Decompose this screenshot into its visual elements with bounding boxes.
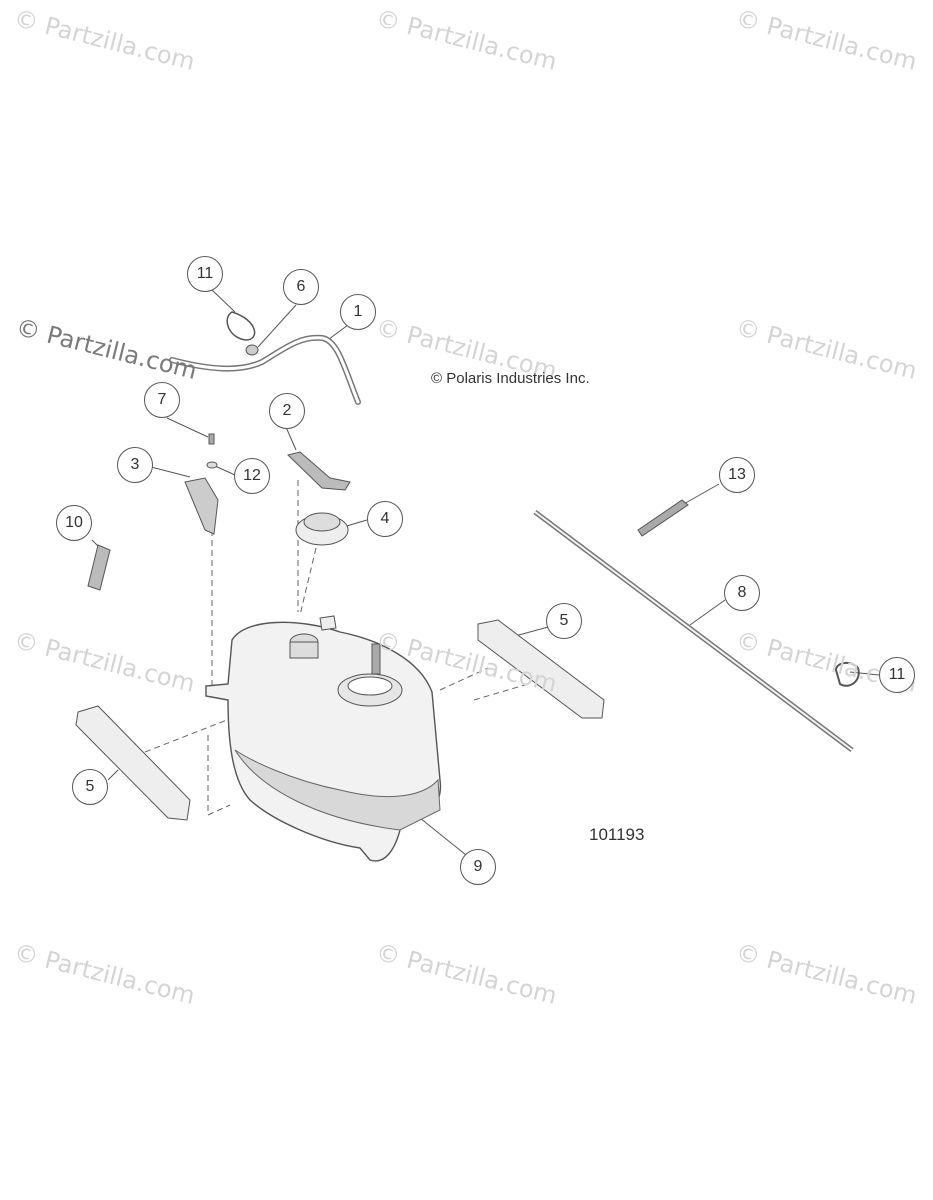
- callout-11-right[interactable]: 11: [879, 657, 915, 693]
- callout-5-left[interactable]: 5: [72, 769, 108, 805]
- callout-10[interactable]: 10: [56, 505, 92, 541]
- callout-11-top[interactable]: 11: [187, 256, 223, 292]
- callout-2[interactable]: 2: [269, 393, 305, 429]
- callout-1[interactable]: 1: [340, 294, 376, 330]
- callout-6[interactable]: 6: [283, 269, 319, 305]
- diagram-reference-number: 101193: [589, 825, 645, 844]
- callout-13[interactable]: 13: [719, 457, 755, 493]
- callout-9[interactable]: 9: [460, 849, 496, 885]
- copyright-notice: © Polaris Industries Inc.: [431, 370, 590, 387]
- callout-4[interactable]: 4: [367, 501, 403, 537]
- callout-7[interactable]: 7: [144, 382, 180, 418]
- callout-8[interactable]: 8: [724, 575, 760, 611]
- callout-5-right[interactable]: 5: [546, 603, 582, 639]
- callout-3[interactable]: 3: [117, 447, 153, 483]
- callout-12[interactable]: 12: [234, 458, 270, 494]
